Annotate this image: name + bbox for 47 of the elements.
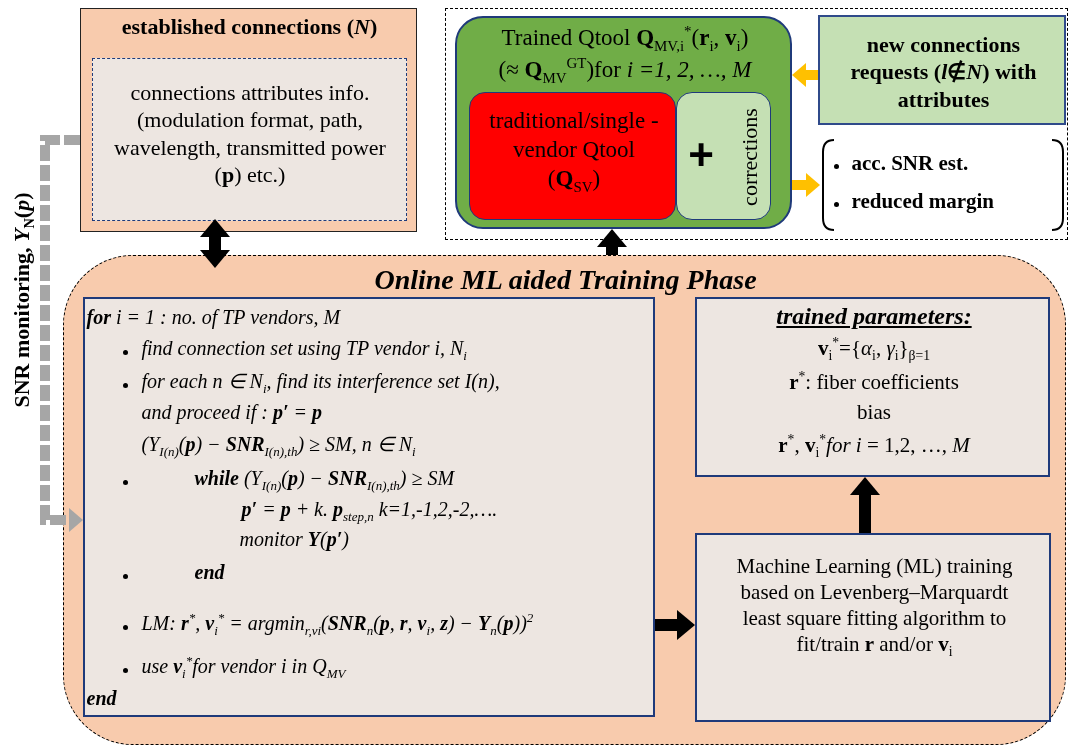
box-text: bias	[856, 398, 892, 425]
arrow	[200, 219, 230, 268]
list-item: reduced margin	[851, 187, 996, 214]
code-line: monitor Y(p′)	[239, 526, 351, 552]
code-line: end	[86, 685, 118, 711]
code-line: for i = 1 : no. of TP vendors, M	[86, 304, 342, 330]
rounded-box	[469, 92, 676, 220]
code-line: while (Y$_{I(n)}$(p) − SNR$_{I(n),th}$) ≥ SM	[194, 465, 456, 491]
dashed-region	[445, 8, 1068, 240]
code-line: use v$_{i}$$^{*}$for vendor i in Q$_{MV}$	[141, 653, 348, 679]
card	[80, 8, 417, 232]
code-line: find connection set using TP vendor i, N$_{i}$	[141, 335, 468, 361]
arrow	[792, 63, 818, 87]
box-text: traditional/single -vendor Qtool (Q$_{SV}$)	[488, 107, 660, 194]
rounded-box	[454, 15, 792, 229]
pseudocode-box	[82, 296, 655, 717]
region-title: Online ML aided Training Phase	[373, 263, 758, 297]
arrow	[850, 477, 880, 533]
arrow	[597, 229, 627, 255]
box-text: connections attributes info. (modulation format, path, wavelength, transmitted power (p) etc.)	[113, 78, 387, 189]
box-text: new connections requests (l∉N) with attributes	[849, 30, 1038, 113]
list-item: acc. SNR est.	[851, 149, 970, 176]
bracketed-list	[819, 137, 1066, 232]
code-line: LM: r$^{*}$, v$_{i}$$^{*}$ = argmin$_{r,vi}$(SNR$_{n}$(p, r,v$_{i}$, z) − Y$_{n}$(p))$^{2}$	[141, 610, 535, 636]
box-text: Machine Learning (ML) training based on Levenberg–Marquardt least square fitting algorithm to fit/train r and/or v$_{i}$	[735, 552, 1014, 658]
info-box	[91, 57, 407, 221]
box-text: r$^{*}$: fiber coefficients	[788, 368, 960, 395]
process-box	[694, 296, 1050, 477]
box-heading: established connections (N)	[120, 13, 379, 41]
code-line: p′ = p + k. p$_{step,n}$ k=1,-1,2,-2,….	[241, 496, 499, 522]
box-text: (≈ Q$_{MV}$$^{GT}$)for i =1, 2, …, M	[497, 55, 754, 85]
box-text: r$^{*}$, v$_{i}$$^{*}$for i = 1,2, …, M	[777, 431, 972, 458]
box-text: v$_{i}$$^{*}$={α$_{i}$, γ$_{i}$}$_{β=1}$	[817, 334, 931, 361]
process-box	[817, 14, 1066, 125]
arrow	[655, 610, 695, 640]
box-heading: trained parameters:	[775, 301, 973, 331]
phase-region	[63, 255, 1066, 745]
plus-sign: +	[687, 133, 715, 177]
code-line: (Y$_{I(n)}$(p) − SNR$_{I(n),th}$) ≥ SM, n ∈ N$_{i}$	[141, 431, 417, 457]
vertical-text: corrections	[736, 107, 763, 208]
arrow	[792, 173, 820, 197]
rounded-box	[676, 92, 771, 220]
process-box	[694, 532, 1051, 722]
box-text: Trained Qtool Q$_{MV,i}$$^{*}$(r$_{i}$, v$_{i}$)	[500, 23, 750, 53]
code-line: for each n ∈ N$_{i}$, find its interference set I(n),	[141, 368, 501, 394]
code-line: end	[194, 559, 226, 585]
code-line: and proceed if : p′ = p	[141, 399, 324, 425]
